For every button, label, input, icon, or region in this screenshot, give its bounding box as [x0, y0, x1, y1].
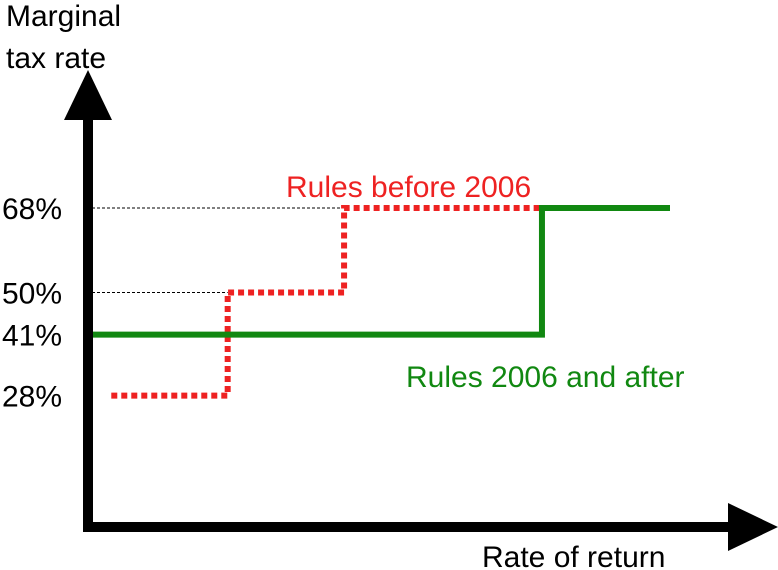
- series-label-2006-and-after: Rules 2006 and after: [406, 361, 685, 394]
- guide-lines: [92, 207, 345, 293]
- series-label-before-2006: Rules before 2006: [286, 171, 531, 204]
- y-axis-title-line2: tax rate: [6, 42, 106, 75]
- y-tick-label-68: 68%: [2, 193, 62, 226]
- y-tick-label-41: 41%: [2, 320, 62, 353]
- y-tick-label-28: 28%: [2, 381, 62, 414]
- series-line-2006-and-after: [88, 205, 670, 338]
- y-tick-labels: 28% 41% 50% 68%: [2, 193, 62, 414]
- series-line-before-2006: [111, 205, 670, 399]
- y-tick-label-50: 50%: [2, 277, 62, 310]
- y-axis-title-line1: Marginal: [6, 0, 121, 33]
- x-axis-arrow: [728, 503, 778, 551]
- x-axis-title: Rate of return: [482, 541, 665, 570]
- y-axis-arrow: [64, 70, 112, 120]
- series-lines: [88, 205, 670, 399]
